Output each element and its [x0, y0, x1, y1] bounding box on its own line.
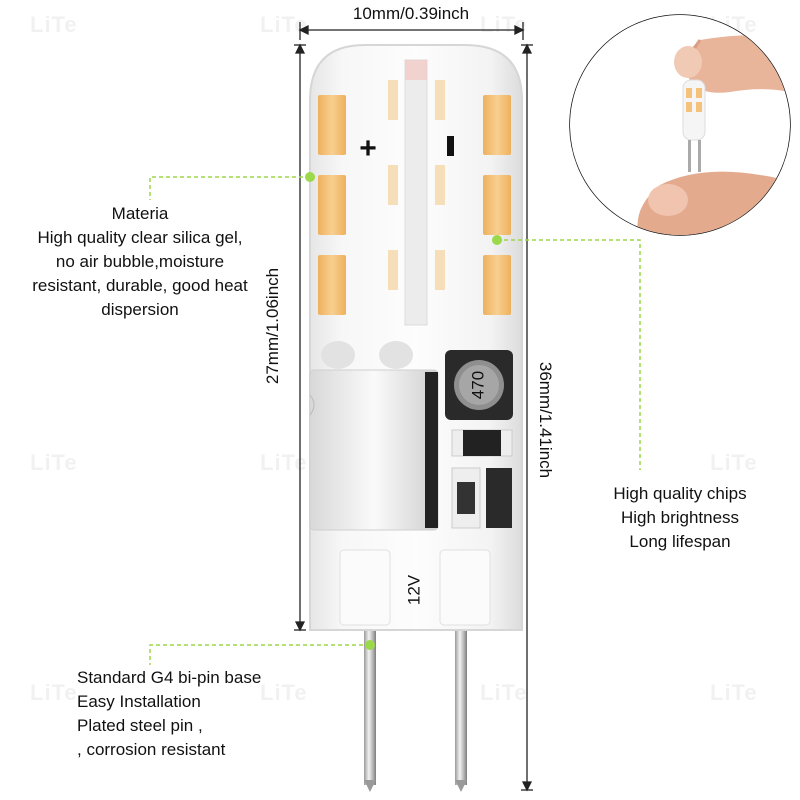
- callout-base-line: Plated steel pin ,: [77, 716, 203, 735]
- callout-chips-line: Long lifespan: [629, 532, 731, 551]
- callout-chips-line: High brightness: [620, 508, 740, 527]
- callout-chips-line: High quality chips: [613, 484, 747, 503]
- led-chip: [318, 95, 346, 155]
- width-dimension-label: 10mm/0.39inch: [352, 4, 470, 23]
- watermark: LiTe: [260, 680, 308, 705]
- watermark: LiTe: [30, 12, 78, 37]
- voltage-marking: 12V: [404, 574, 423, 605]
- led-chip: [318, 255, 346, 315]
- plus-symbol: +: [359, 132, 377, 165]
- callout-material-line: High quality clear silica gel,: [37, 228, 243, 247]
- watermark: LiTe: [710, 680, 758, 705]
- callout-lines: [149, 176, 641, 665]
- diode-chip: [486, 468, 512, 528]
- callout-base-line: Standard G4 bi-pin base: [77, 668, 262, 687]
- callout-material-line: resistant, durable, good heat: [32, 276, 248, 295]
- pin-left: [364, 625, 376, 785]
- callout-material: Materia High quality clear silica gel, n…: [0, 202, 280, 322]
- watermark: LiTe: [480, 12, 528, 37]
- diode-chip: [457, 482, 475, 514]
- watermark: LiTe: [30, 450, 78, 475]
- led-chips: [318, 80, 511, 315]
- watermark: LiTe: [260, 450, 308, 475]
- callout-material-line: Materia: [111, 204, 169, 223]
- led-chip: [483, 95, 511, 155]
- capacitor: [309, 341, 439, 531]
- callout-base: Standard G4 bi-pin base Easy Installatio…: [77, 666, 337, 762]
- bi-pin-base: [364, 625, 467, 792]
- inductor-chip: 470: [445, 350, 513, 420]
- total-height-dimension-label: 36mm/1.41inch: [536, 361, 555, 479]
- resistor-chip: [463, 430, 501, 456]
- led-chip: [483, 175, 511, 235]
- callout-material-line: no air bubble,moisture: [55, 252, 225, 271]
- watermark: LiTe: [480, 680, 528, 705]
- callout-material-line: dispersion: [101, 300, 179, 319]
- chip-marking: 470: [468, 371, 487, 399]
- pin-right: [455, 625, 467, 785]
- callout-base-line: Easy Installation: [77, 692, 201, 711]
- minus-symbol: [447, 136, 454, 156]
- callout-chips: High quality chips High brightness Long …: [580, 482, 780, 554]
- led-chip: [483, 255, 511, 315]
- watermark: LiTe: [30, 680, 78, 705]
- led-chip: [318, 175, 346, 235]
- dimension-lines: [294, 22, 533, 792]
- hand-inset: [569, 14, 791, 236]
- watermark: LiTe: [260, 12, 308, 37]
- watermark: LiTe: [710, 450, 758, 475]
- callout-base-line: , corrosion resistant: [77, 740, 226, 759]
